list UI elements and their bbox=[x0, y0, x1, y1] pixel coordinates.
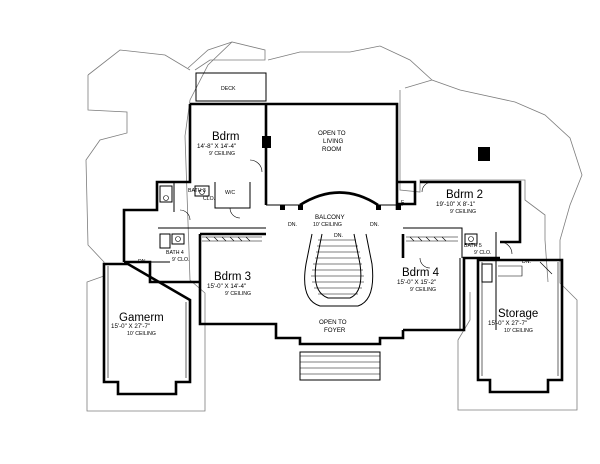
open-foyer-line1: OPEN TO bbox=[319, 319, 347, 326]
interior-walls bbox=[150, 182, 497, 330]
balcony-name: BALCONY bbox=[315, 214, 345, 221]
bedroom2-ceiling: 9' CEILING bbox=[450, 209, 476, 215]
balcony-ceiling: 10' CEILING bbox=[313, 222, 342, 228]
door-swings bbox=[179, 159, 513, 269]
dn-label-2: DN. bbox=[334, 233, 343, 239]
bedroom1-ceiling: 9' CEILING bbox=[209, 151, 235, 157]
open-foyer-line2: FOYER bbox=[324, 327, 346, 334]
gameroom-ceiling: 10' CEILING bbox=[127, 331, 156, 337]
attic-rooms bbox=[102, 258, 564, 396]
dn-label-1: DN. bbox=[288, 222, 297, 228]
storage-name: Storage bbox=[498, 308, 538, 320]
chimney bbox=[478, 147, 490, 161]
bedroom3-name: Bdrm 3 bbox=[214, 271, 251, 283]
bath4-name: BATH 4 bbox=[166, 250, 184, 256]
wic-label: W/C bbox=[225, 190, 235, 196]
bedroom3-size: 15'-0" X 14'-4" bbox=[207, 283, 246, 290]
gameroom-name: Gamerm bbox=[119, 312, 164, 324]
bath3-clo: CLO. bbox=[203, 196, 215, 202]
fireplace bbox=[262, 136, 271, 148]
roof-outline bbox=[85, 41, 583, 412]
bedroom1-name: Bdrm bbox=[212, 131, 239, 143]
bath5-name: BATH 5 bbox=[464, 243, 482, 249]
closet-rods bbox=[202, 236, 458, 242]
bedroom3-ceiling: 9' CEILING bbox=[225, 291, 251, 297]
bedroom4-name: Bdrm 4 bbox=[402, 267, 440, 279]
bath5-clo: 9' CLO. bbox=[474, 250, 491, 256]
deck: DECK bbox=[195, 72, 267, 102]
fixtures bbox=[159, 136, 493, 283]
bedroom4-size: 15'-0" X 15'-2" bbox=[397, 279, 436, 286]
open-living-line1: OPEN TO bbox=[318, 130, 346, 137]
storage-ceiling: 10' CEILING bbox=[504, 328, 533, 334]
bath3-name: BATH 3 bbox=[188, 188, 206, 194]
f-label: F bbox=[401, 200, 404, 206]
bedroom4-ceiling: 9' CEILING bbox=[410, 287, 436, 293]
staircase bbox=[280, 191, 401, 381]
bath4-clo: 9' CLO. bbox=[172, 257, 189, 263]
open-living-line2: LIVING bbox=[323, 138, 343, 145]
dn-label-3: DN. bbox=[370, 222, 379, 228]
dn-label-5: DN. bbox=[522, 259, 531, 265]
room-labels: Bdrm 14'-8" X 14'-4" 9' CEILING OPEN TO … bbox=[111, 130, 538, 337]
exterior-walls bbox=[122, 102, 522, 346]
storage-size: 15'-0" X 27'-7" bbox=[488, 320, 527, 327]
gameroom-size: 15'-0" X 27'-7" bbox=[111, 323, 150, 330]
bedroom1-size: 14'-8" X 14'-4" bbox=[197, 143, 236, 150]
bedroom2-size: 19'-10" X 8'-1" bbox=[436, 201, 475, 208]
bedroom2-name: Bdrm 2 bbox=[446, 189, 483, 201]
dn-label-4: DN. bbox=[138, 259, 147, 265]
open-living-line3: ROOM bbox=[322, 146, 341, 153]
deck-label: DECK bbox=[221, 86, 236, 92]
